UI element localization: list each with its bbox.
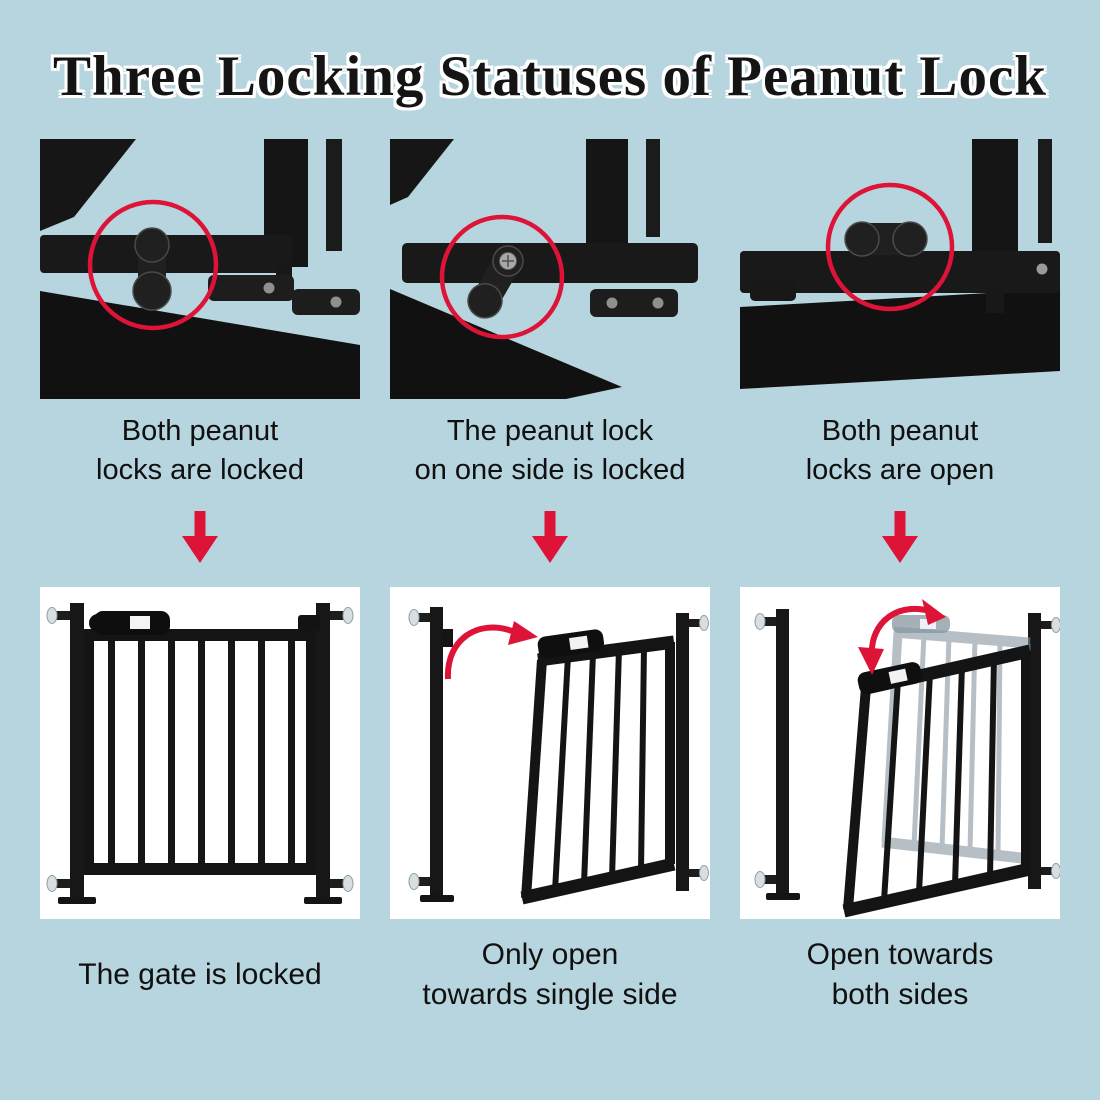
screw-icon [499,252,517,270]
caption-both-locked: Both peanut locks are locked [40,411,360,491]
red-double-curved-arrow-icon [858,599,946,675]
caption-gate-locked: The gate is locked [40,935,360,1015]
caption-line: locks are locked [96,454,304,486]
closeup-both-open [740,139,1060,399]
gate-single-open-panel [390,587,710,919]
arrow-row [0,511,1100,565]
caption-line: Both peanut [121,415,279,447]
gate-row [0,587,1100,919]
caption-line: both sides [831,978,969,1011]
peanut-lock-horizontal-icon [844,221,928,257]
closeup-both-locked [40,139,360,399]
gate-handle [537,629,605,659]
caption-line: Only open [481,938,619,971]
red-down-arrow-icon [532,511,568,563]
closeup-both-locked-image [40,139,360,399]
caption-line: The peanut lock [446,415,654,447]
page-title: Three Locking Statuses of Peanut Lock [53,45,1047,108]
arrow-cell [740,511,1060,563]
bottom-caption-row: The gate is locked Only open towards sin… [0,935,1100,1015]
top-caption-row: Both peanut locks are locked The peanut … [0,411,1100,491]
gate-handle [89,611,170,635]
caption-one-side-locked: The peanut lock on one side is locked [390,411,710,491]
peanut-lock-vertical-icon [132,227,172,311]
red-circle-highlight [825,182,955,312]
red-curved-arrow-icon [444,621,538,680]
gate-locked-panel [40,587,360,919]
caption-line: locks are open [805,454,995,486]
closeup-one-side-locked-image [390,139,698,399]
red-circle-highlight [87,199,219,331]
caption-line: The gate is locked [78,958,322,991]
caption-line: Both peanut [821,415,979,447]
arrow-cell [40,511,360,563]
caption-both-open: Both peanut locks are open [740,411,1060,491]
gate-handle [857,662,922,694]
gate-both-open-panel [740,587,1060,919]
closeup-row [0,139,1100,399]
red-down-arrow-icon [882,511,918,563]
closeup-both-open-image [740,139,1060,389]
red-circle-highlight [439,214,565,340]
caption-line: Open towards [806,938,994,971]
closeup-one-side-locked [390,139,710,399]
gate-door-swung [520,635,676,905]
gate-locked-image [46,603,354,904]
arrow-cell [390,511,710,563]
caption-both-sides-open: Open towards both sides [740,935,1060,1015]
red-down-arrow-icon [182,511,218,563]
caption-single-open: Only open towards single side [390,935,710,1015]
gate-single-open-image [408,607,709,905]
gate-both-open-image [754,599,1060,918]
caption-line: on one side is locked [414,454,686,486]
caption-line: towards single side [422,978,678,1011]
